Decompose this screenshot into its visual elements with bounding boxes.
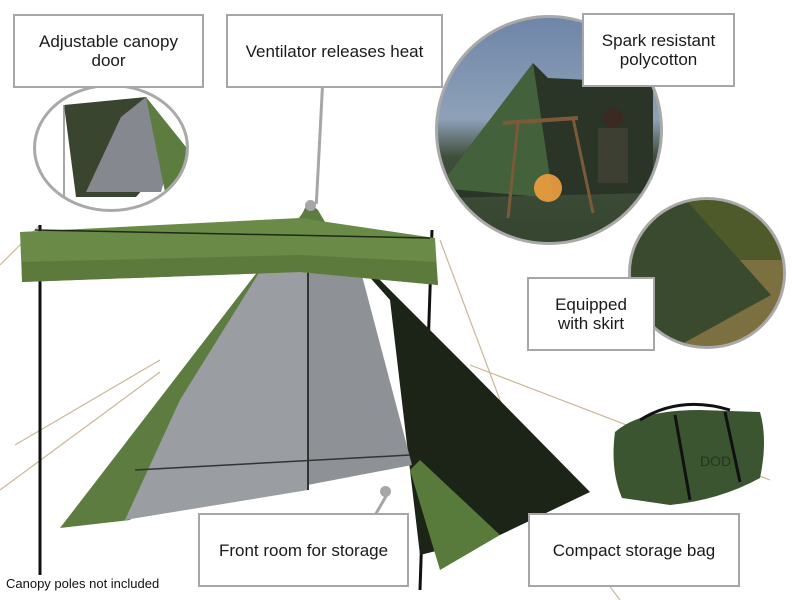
spark-resistant-inset <box>435 15 663 245</box>
callout-front-room: Front room for storage <box>198 513 409 587</box>
front-room-leader-dot <box>380 486 391 497</box>
storage-bag: DOD <box>613 402 764 505</box>
callout-skirt: Equipped with skirt <box>527 277 655 351</box>
ventilator-leader-dot <box>305 200 316 211</box>
callout-canopy-door: Adjustable canopy door <box>13 14 204 88</box>
svg-text:DOD: DOD <box>700 453 731 469</box>
callout-spark-resistant: Spark resistant polycotton <box>582 13 735 87</box>
callout-ventilator: Ventilator releases heat <box>226 14 443 88</box>
callout-storage-bag: Compact storage bag <box>528 513 740 587</box>
tent-right-wall <box>310 210 590 555</box>
canopy-door-inset <box>33 84 189 212</box>
tent-left-wall <box>60 210 305 528</box>
footnote-poles: Canopy poles not included <box>6 576 160 591</box>
